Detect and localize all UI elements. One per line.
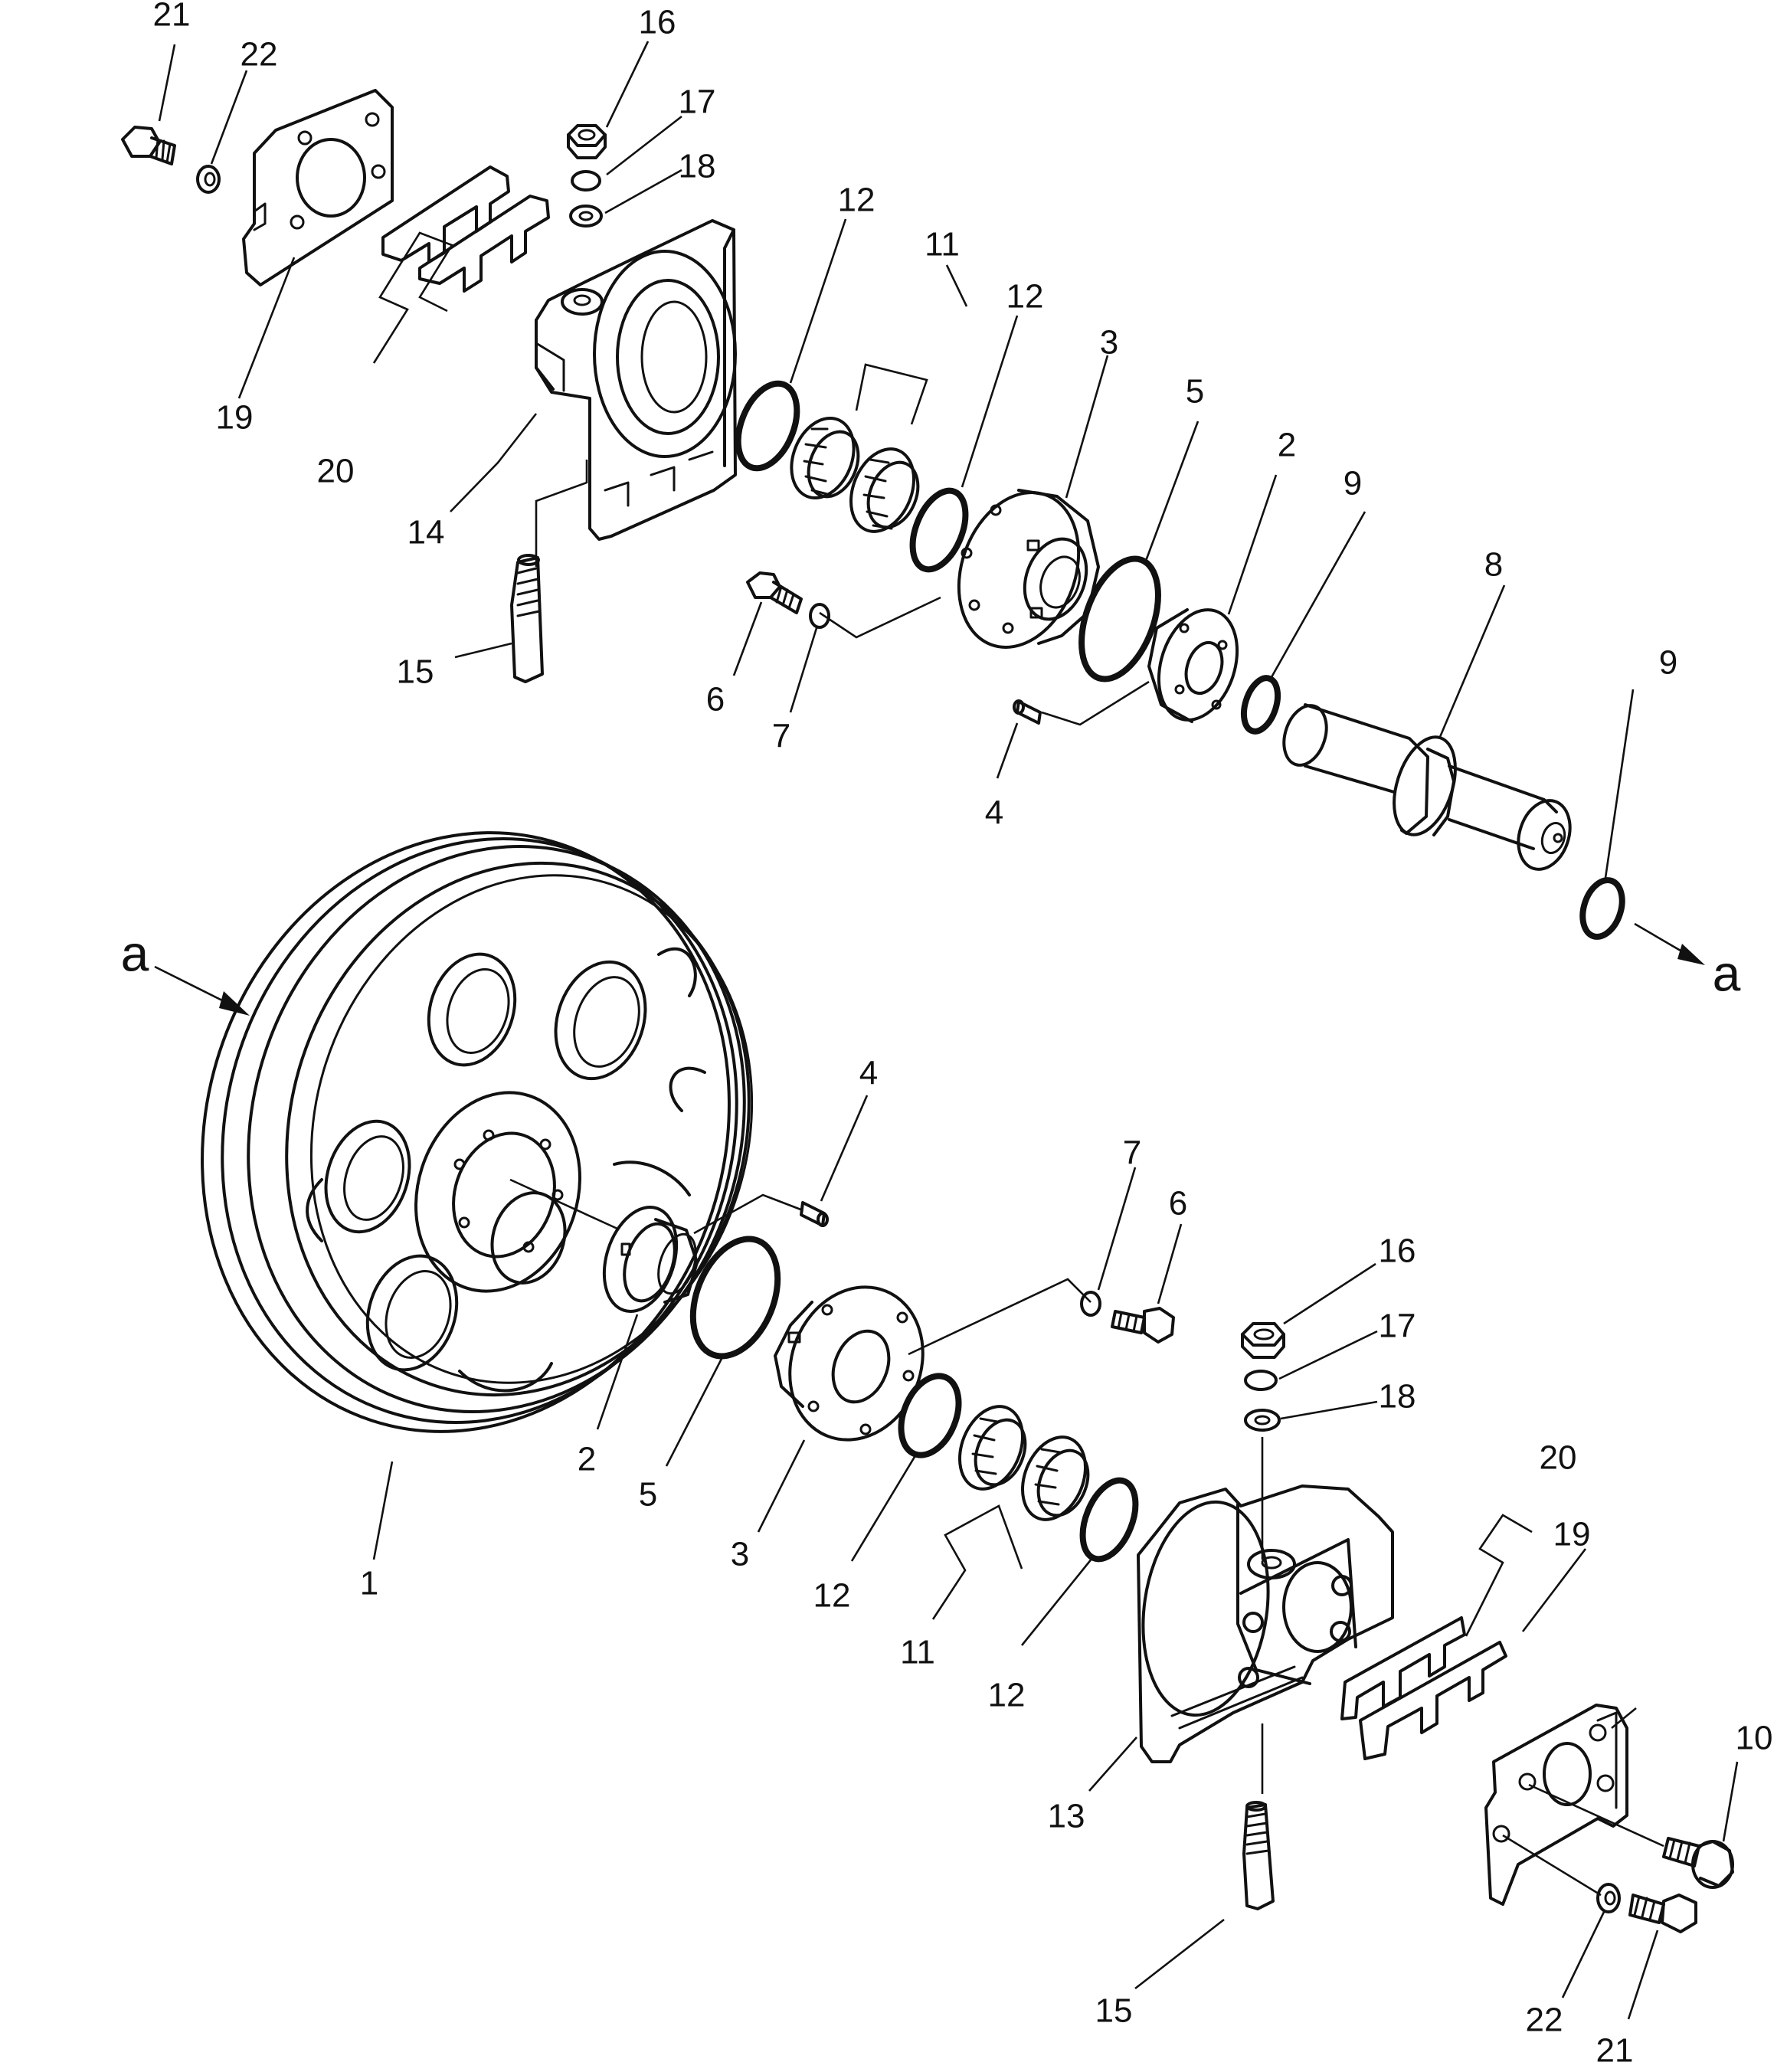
callout-12: 12: [838, 182, 875, 219]
o-ring-5-lower: [689, 1236, 781, 1360]
lock-washer-17-lower: [1244, 1370, 1278, 1391]
callout-20: 20: [317, 453, 355, 490]
bolt-6-lower: [1111, 1307, 1175, 1344]
support-bracket-13: [1137, 1484, 1394, 1763]
pin-4-lower: [800, 1201, 829, 1227]
bushing-2-lower: [602, 1206, 699, 1313]
shaft-8: [1282, 703, 1572, 871]
callout-4: 4: [859, 1055, 878, 1092]
callout-2: 2: [1278, 427, 1296, 464]
o-ring-9-upper-a: [1240, 675, 1281, 735]
leader-lines: [158, 41, 1739, 2020]
callout-5: 5: [1186, 373, 1204, 411]
callout-7: 7: [772, 718, 790, 755]
pin-4-upper: [1013, 699, 1042, 725]
callout-8: 8: [1484, 546, 1503, 584]
callout-20: 20: [1540, 1439, 1577, 1477]
lock-washer-17-upper: [571, 170, 601, 191]
o-ring-12-upper-a: [735, 380, 800, 472]
callout-11: 11: [925, 226, 960, 264]
callout-16: 16: [639, 4, 676, 41]
callout-12: 12: [813, 1577, 851, 1615]
idler-wheel-1: [201, 831, 754, 1433]
washer-7-upper: [809, 603, 830, 629]
collar-3-lower: [774, 1285, 925, 1442]
floating-seal-11-lower: [957, 1405, 1090, 1521]
callout-17: 17: [679, 83, 716, 121]
reference-mark-left: a: [121, 925, 149, 981]
collar-3-upper: [957, 489, 1100, 649]
o-ring-9-upper-b: [1579, 877, 1625, 940]
reference-arrow-right: [1634, 922, 1705, 965]
reference-arrow-left: [154, 965, 250, 1016]
callout-7: 7: [1123, 1134, 1141, 1172]
callout-3: 3: [1100, 324, 1118, 362]
callout-21: 21: [153, 0, 191, 34]
callout-3: 3: [731, 1536, 749, 1573]
o-ring-12-lower-a: [898, 1373, 962, 1458]
stud-15-lower: [1242, 1801, 1275, 1910]
callout-9: 9: [1344, 465, 1362, 502]
floating-seal-11-upper: [790, 416, 920, 533]
callout-2: 2: [578, 1441, 596, 1478]
cover-plate-19-upper: [242, 89, 394, 286]
callout-17: 17: [1379, 1308, 1416, 1345]
bushing-2-upper: [1147, 608, 1239, 723]
callout-15: 15: [1095, 1992, 1133, 2030]
shims-20-lower: [1340, 1616, 1507, 1760]
bolt-6-upper: [746, 571, 803, 614]
callout-22: 22: [1526, 2002, 1563, 2039]
callout-9: 9: [1659, 644, 1677, 682]
callout-6: 6: [1169, 1185, 1187, 1223]
o-ring-12-lower-b: [1079, 1477, 1139, 1563]
cover-plate-19-lower: [1484, 1704, 1628, 1906]
callout-15: 15: [397, 653, 434, 691]
callout-1: 1: [360, 1565, 378, 1602]
o-ring-12-upper-b: [909, 487, 969, 573]
callout-12: 12: [988, 1677, 1026, 1714]
bolt-10: [1662, 1837, 1734, 1889]
washer-22-lower: [1596, 1883, 1621, 1913]
nut-16-upper: [567, 124, 607, 159]
callout-18: 18: [1379, 1378, 1416, 1416]
washer-18-lower: [1244, 1409, 1281, 1432]
callout-labels: 21 22 19 20 16 17 18 14 15 12 11 12 3 5 …: [121, 0, 1773, 2070]
washer-7-lower: [1080, 1291, 1101, 1317]
bolt-21-upper: [121, 126, 176, 165]
callout-5: 5: [639, 1476, 657, 1514]
callout-21: 21: [1596, 2032, 1634, 2070]
shims-20-upper: [381, 165, 550, 293]
callout-22: 22: [241, 36, 278, 74]
callout-19: 19: [1553, 1516, 1591, 1553]
callout-6: 6: [706, 681, 725, 718]
callout-12: 12: [1006, 278, 1044, 316]
callout-4: 4: [985, 794, 1003, 832]
stud-15-upper: [510, 554, 544, 683]
washer-18-upper: [569, 205, 603, 227]
callout-11: 11: [900, 1634, 935, 1671]
support-bracket-14: [535, 219, 737, 541]
nut-16-lower: [1241, 1322, 1285, 1359]
callout-16: 16: [1379, 1232, 1416, 1270]
callout-13: 13: [1048, 1798, 1085, 1835]
reference-mark-right: a: [1713, 944, 1741, 1001]
callout-18: 18: [679, 148, 716, 185]
callout-14: 14: [407, 514, 445, 552]
washer-22-upper: [196, 165, 221, 194]
callout-19: 19: [216, 399, 254, 437]
bolt-21-lower: [1628, 1894, 1697, 1933]
o-ring-5-upper: [1078, 555, 1161, 682]
callout-10: 10: [1736, 1720, 1773, 1757]
